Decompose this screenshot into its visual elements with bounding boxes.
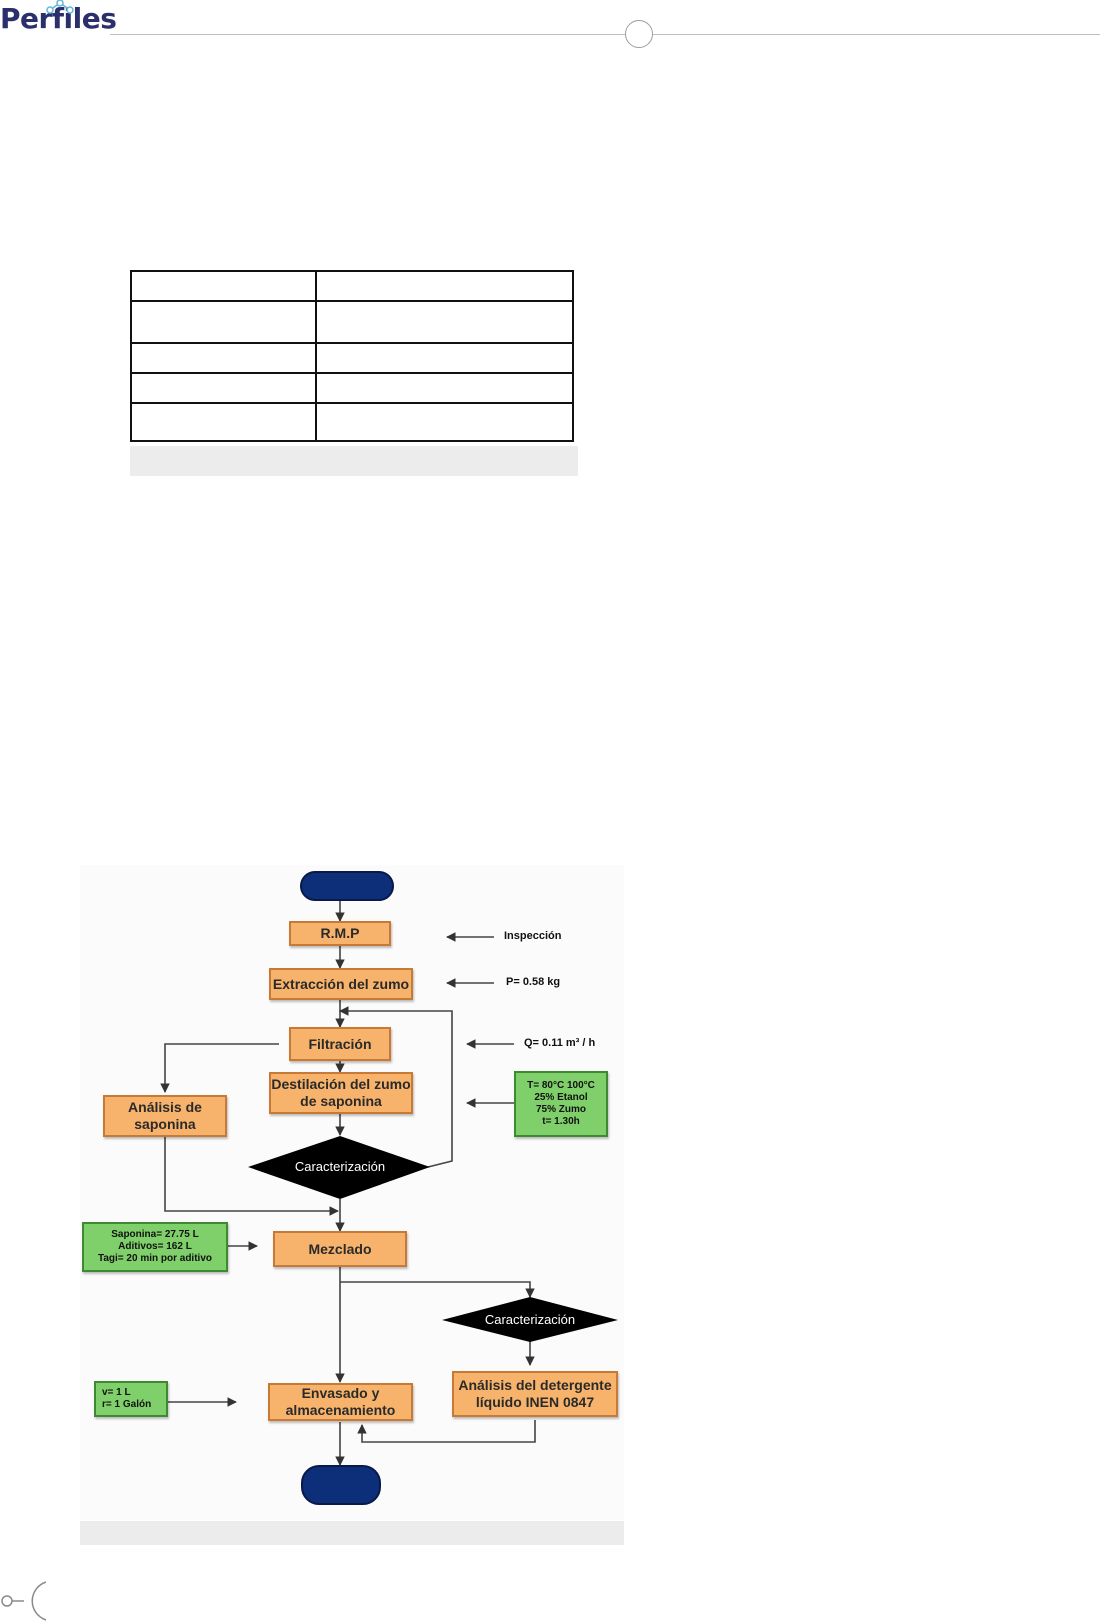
table-cell [130,270,317,302]
table-cell [130,372,317,404]
decision-diamond-1 [248,1136,430,1199]
step-rmp: R.M.P [289,921,391,946]
flowchart-connectors [160,885,618,1466]
data-table [130,270,574,442]
table-row [130,270,574,302]
note-caudal: Q= 0.11 m³ / h [524,1037,596,1049]
header-circle-ornament [625,20,653,48]
table-cell [315,270,574,302]
step-destilacion: Destilación del zumo de saponina [269,1072,413,1114]
table-row [130,402,574,442]
note-inspeccion: Inspección [504,930,562,942]
footer-ornament-icon [1,1581,47,1621]
step-filtracion: Filtración [289,1027,391,1061]
params-destilacion: T= 80°C 100°C 25% Etanol 75% Zumo t= 1.3… [514,1071,608,1137]
table-cell [315,402,574,442]
step-analisis-saponina: Análisis de saponina [103,1095,227,1137]
step-mezclado: Mezclado [273,1231,407,1267]
params-envasado: v= 1 L r= 1 Galón [94,1381,168,1417]
decision-label-2: Caracterización [484,1312,576,1327]
figure-caption-bar [80,1521,624,1545]
logo-text: Perfiles [0,2,117,35]
end-terminal: Fin [301,1465,381,1505]
header-divider [110,34,1100,35]
table-caption-bar [130,446,578,476]
note-peso: P= 0.58 kg [506,976,561,988]
table-cell [315,342,574,374]
process-flowchart: Inicio Fin R.M.P Extracción del zumo Fil… [80,865,624,1520]
step-analisis-detergente: Análisis del detergente líquido INEN 084… [452,1371,618,1417]
table-cell [130,300,317,344]
table-cell [130,402,317,442]
table-row [130,342,574,374]
decision-diamond-2 [442,1297,618,1342]
table-cell [315,300,574,344]
step-envasado: Envasado y almacenamiento [268,1383,413,1421]
molecule-icon [46,0,74,14]
params-mezclado: Saponina= 27.75 L Aditivos= 162 L Tagi= … [82,1222,228,1272]
start-terminal: Inicio [300,871,394,901]
table-cell [315,372,574,404]
decision-label-1: Caracterización [294,1159,386,1174]
table-row [130,372,574,404]
step-extraccion: Extracción del zumo [269,968,413,1000]
journal-logo: Perfiles [0,2,117,35]
table-cell [130,342,317,374]
table-row [130,300,574,344]
